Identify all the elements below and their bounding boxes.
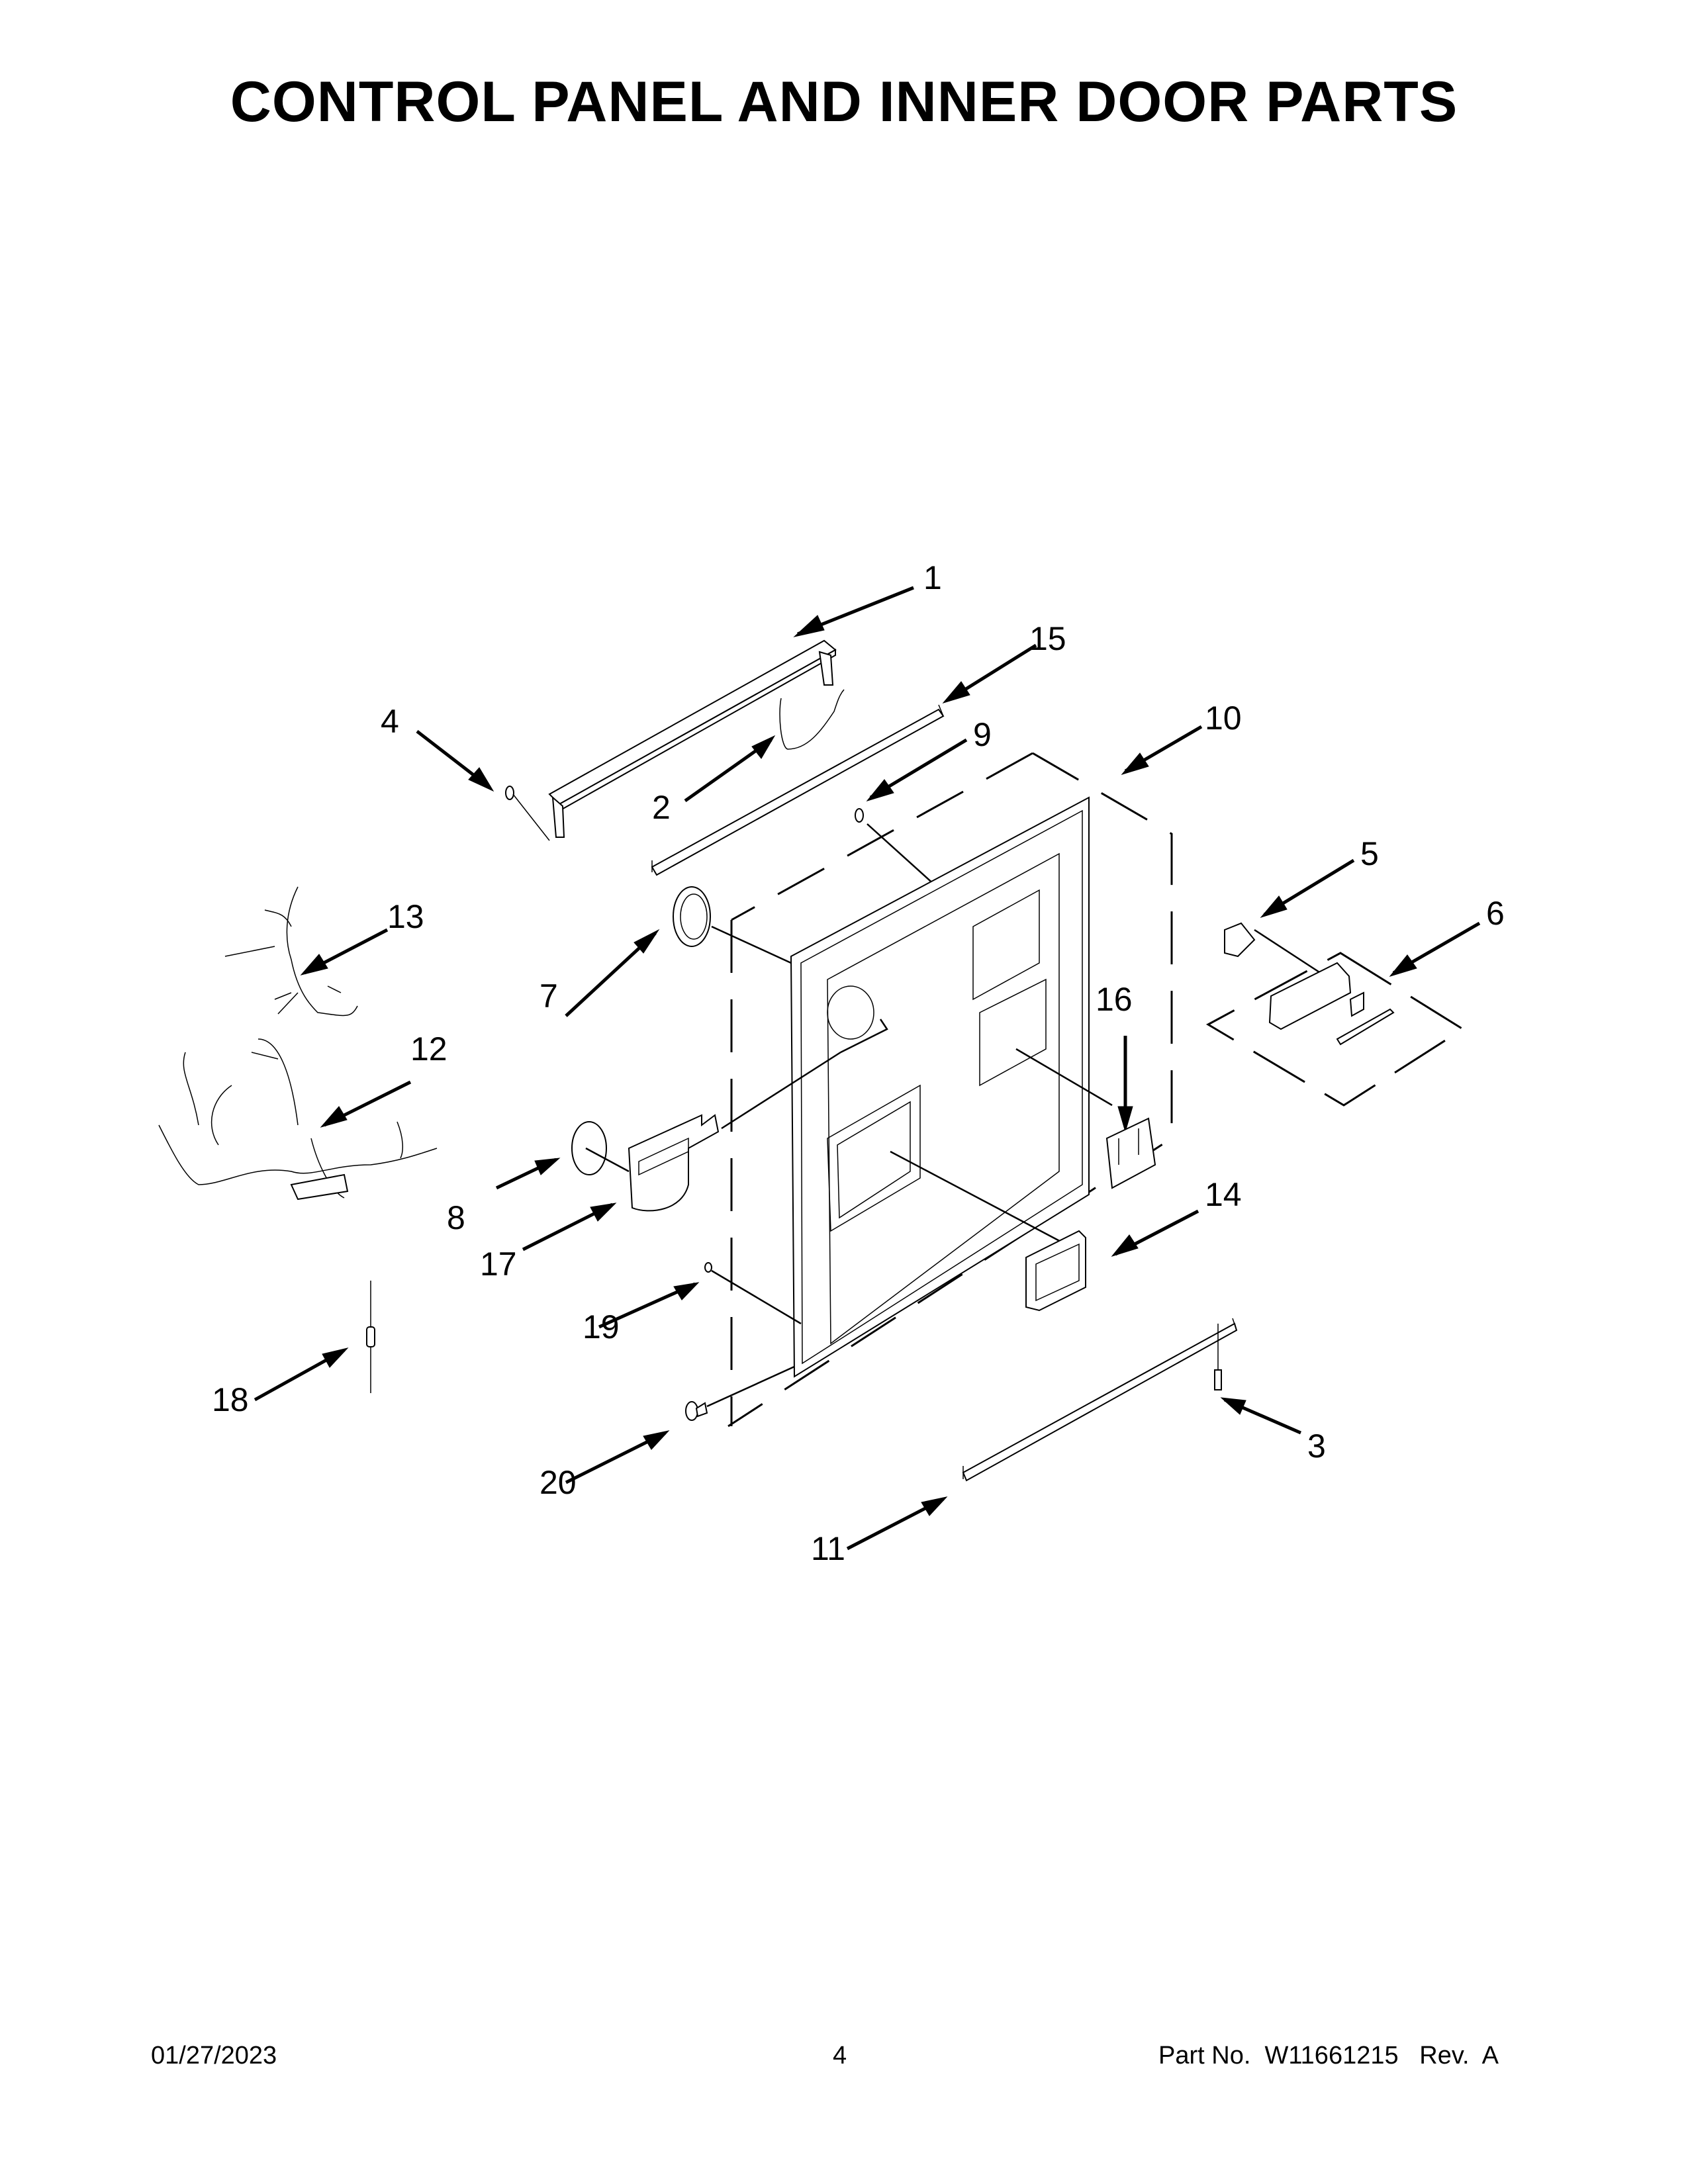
- callout-arrows: [254, 586, 1481, 1551]
- callout-18: 18: [212, 1381, 249, 1418]
- part-1-control-panel: [548, 639, 837, 838]
- callout-7: 7: [539, 978, 558, 1015]
- callout-3: 3: [1307, 1428, 1326, 1465]
- part-5-switch: [1224, 922, 1331, 981]
- callout-4: 4: [381, 703, 399, 740]
- part-2-wire: [779, 689, 845, 750]
- footer-page-number: 4: [833, 2042, 847, 2070]
- callout-11: 11: [811, 1530, 845, 1567]
- part-10-dashed-box: [727, 752, 1173, 1428]
- part-16-latch: [1105, 1117, 1156, 1189]
- callout-1: 1: [923, 559, 942, 596]
- part-18-resistor: [366, 1281, 375, 1393]
- part-14-control-module: [1025, 1230, 1086, 1312]
- callout-15: 15: [1029, 620, 1066, 657]
- part-17-dispenser: [628, 1051, 841, 1212]
- part-12-wire-harness: [158, 1038, 438, 1201]
- page-title: CONTROL PANEL AND INNER DOOR PARTS: [230, 70, 1458, 134]
- callout-19: 19: [583, 1308, 620, 1345]
- part-7-vent: [673, 886, 792, 964]
- callout-17: 17: [480, 1246, 517, 1283]
- callout-8: 8: [447, 1199, 465, 1236]
- part-13-wire-harness: [224, 886, 358, 1017]
- part-4-screw: [505, 786, 550, 841]
- callout-6: 6: [1486, 895, 1505, 932]
- callout-14: 14: [1205, 1176, 1242, 1213]
- callout-13: 13: [387, 898, 424, 935]
- inner-door-panel: [790, 796, 1113, 1378]
- callout-2: 2: [652, 789, 671, 826]
- callout-12: 12: [410, 1030, 447, 1068]
- part-19-screw: [704, 1262, 802, 1325]
- callout-16: 16: [1096, 981, 1133, 1018]
- footer-part-number: Part No. W11661215 Rev. A: [1158, 2042, 1499, 2070]
- part-6-control-board: [1205, 952, 1465, 1107]
- callout-10: 10: [1205, 700, 1242, 737]
- part-20-screw: [685, 1365, 795, 1421]
- callout-5: 5: [1360, 835, 1379, 872]
- callout-20: 20: [539, 1464, 577, 1501]
- part-3-screw: [1214, 1324, 1222, 1390]
- callout-9: 9: [973, 716, 992, 753]
- footer-date: 01/27/2023: [151, 2042, 277, 2070]
- part-8-gasket: [571, 1121, 630, 1175]
- part-11-bottom-rail: [962, 1318, 1238, 1482]
- part-15-trim-strip: [651, 704, 945, 876]
